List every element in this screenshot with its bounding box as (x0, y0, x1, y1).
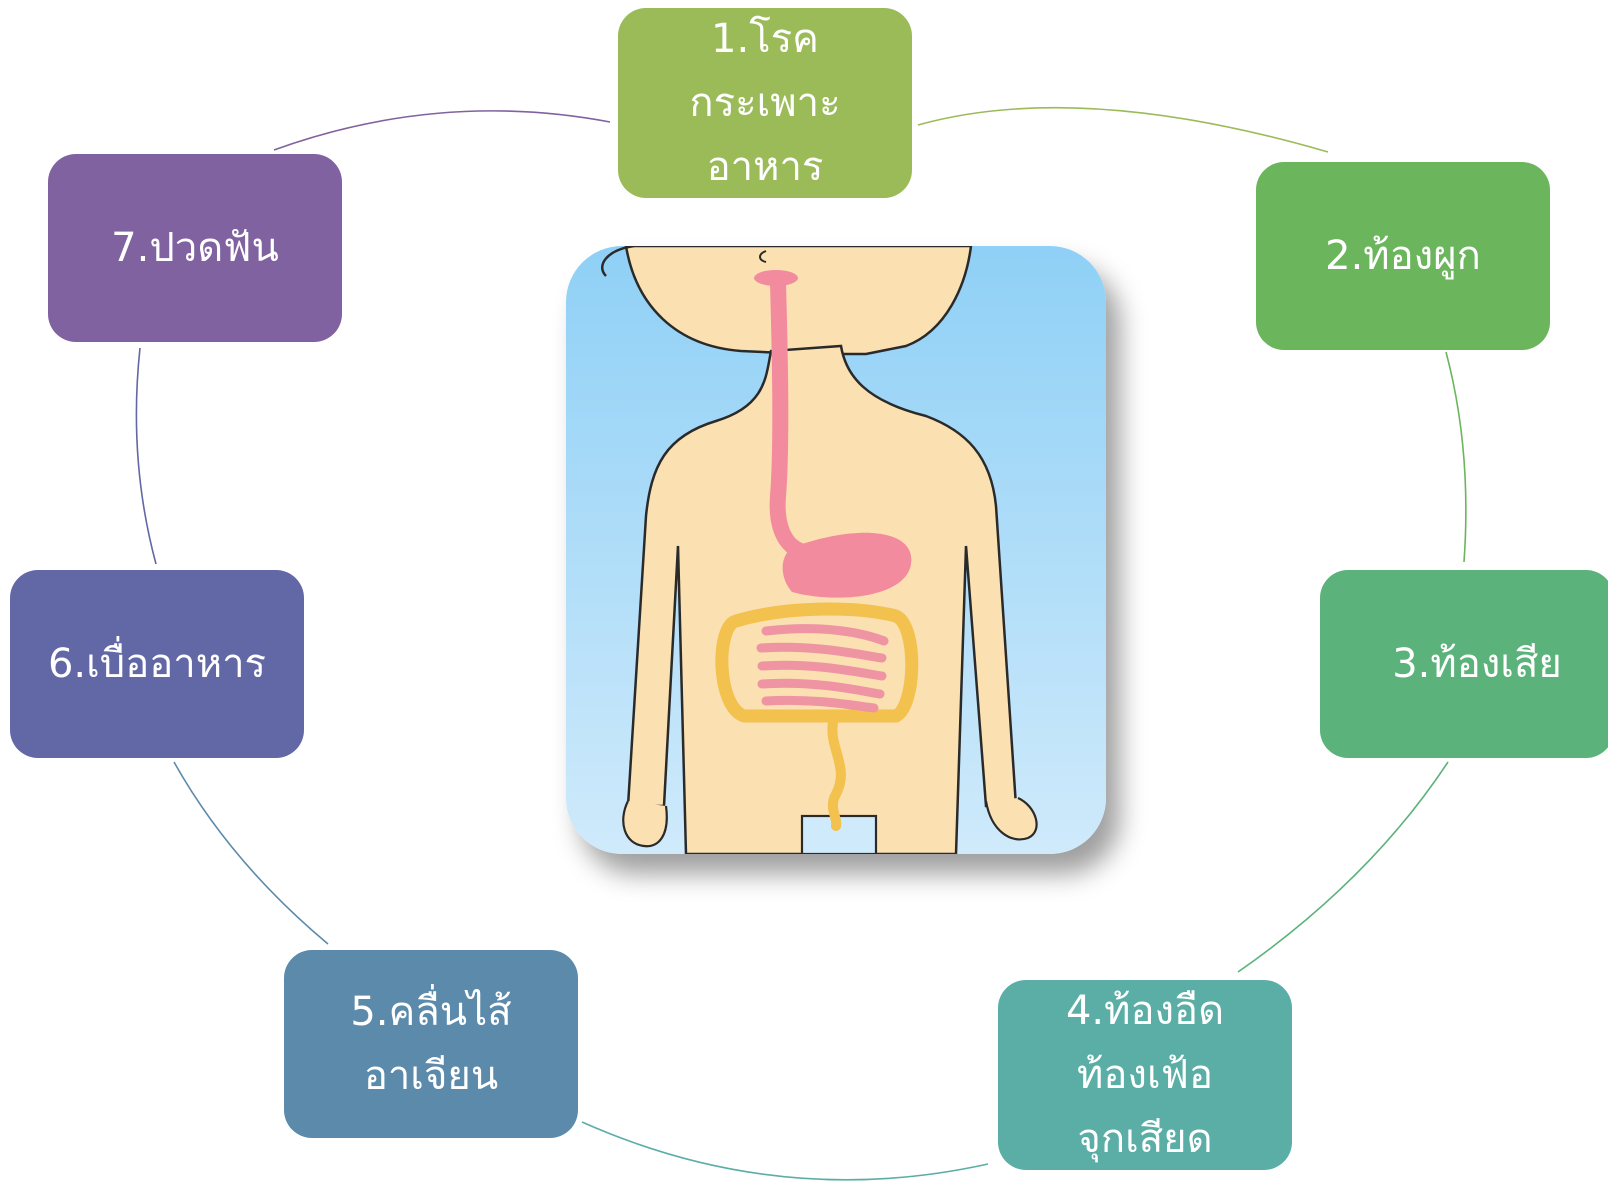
connector-3-4 (1238, 762, 1448, 972)
connector-6-7 (136, 348, 156, 564)
node-bloating: 4.ท้องอืด ท้องเฟ้อ จุกเสียด (998, 980, 1292, 1170)
digestive-system-illustration (566, 246, 1106, 854)
node-stomach-disease-label: 1.โรค กระเพาะ อาหาร (689, 7, 840, 199)
node-stomach-disease: 1.โรค กระเพาะ อาหาร (618, 8, 912, 198)
node-loss-of-appetite: 6.เบื่ออาหาร (10, 570, 304, 758)
node-toothache-label: 7.ปวดฟัน (111, 216, 279, 280)
connector-5-6 (174, 762, 328, 944)
node-nausea-vomiting: 5.คลื่นไส้ อาเจียน (284, 950, 578, 1138)
node-bloating-label: 4.ท้องอืด ท้องเฟ้อ จุกเสียด (1066, 979, 1224, 1171)
node-diarrhea-label: 3.ท้องเสีย (1392, 632, 1562, 696)
connector-1-2 (918, 108, 1328, 152)
node-toothache: 7.ปวดฟัน (48, 154, 342, 342)
node-constipation: 2.ท้องผูก (1256, 162, 1550, 350)
node-loss-of-appetite-label: 6.เบื่ออาหาร (48, 632, 266, 696)
node-diarrhea: 3.ท้องเสีย (1320, 570, 1608, 758)
node-nausea-vomiting-label: 5.คลื่นไส้ อาเจียน (350, 980, 511, 1108)
connector-2-3 (1446, 352, 1466, 562)
child-body-drawing (566, 246, 1106, 854)
connector-7-1 (274, 111, 610, 150)
node-constipation-label: 2.ท้องผูก (1325, 224, 1481, 288)
connector-4-5 (582, 1122, 988, 1180)
left-hand (623, 801, 667, 846)
